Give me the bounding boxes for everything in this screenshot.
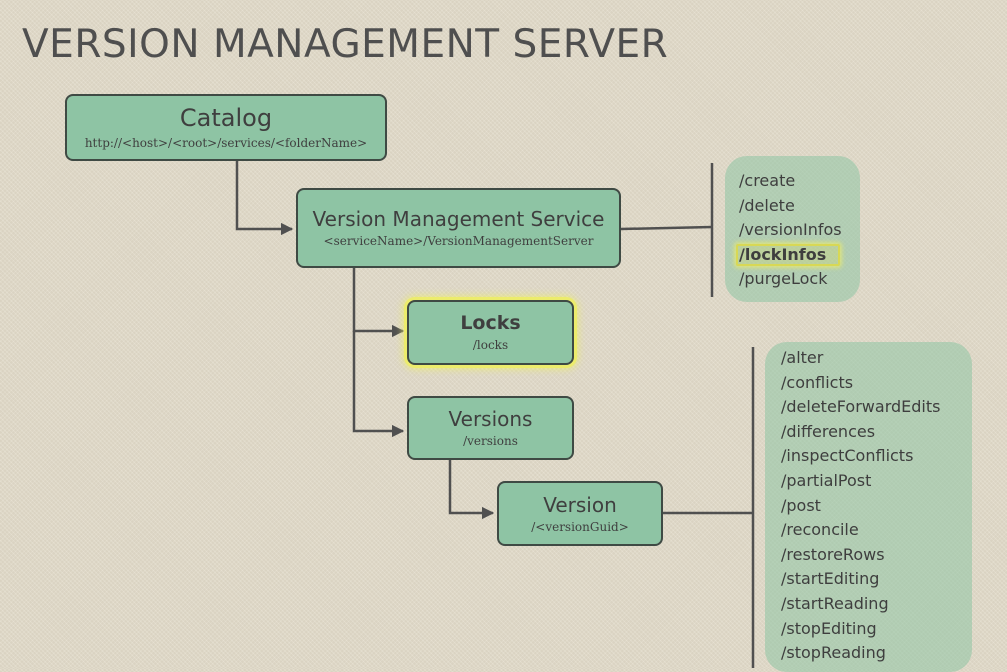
operation-label: /versionInfos bbox=[739, 220, 842, 240]
operation-label: /differences bbox=[781, 421, 876, 441]
operation-item: /conflicts bbox=[781, 371, 940, 396]
locks-label: Locks bbox=[460, 312, 521, 335]
version-label: Version bbox=[543, 492, 617, 517]
version-management-service-node: Version Management Service <serviceName>… bbox=[296, 188, 621, 268]
vms-operations-list: /create/delete/versionInfos/lockInfos/pu… bbox=[736, 169, 842, 292]
catalog-node: Catalog http://<host>/<root>/services/<f… bbox=[65, 94, 387, 161]
operation-item: /delete bbox=[739, 194, 842, 219]
operation-label: /restoreRows bbox=[781, 544, 885, 564]
operation-label: /deleteForwardEdits bbox=[781, 397, 941, 417]
vms-url: <serviceName>/VersionManagementServer bbox=[323, 234, 594, 248]
versions-node: Versions /versions bbox=[407, 396, 574, 460]
operation-label: /purgeLock bbox=[739, 269, 828, 289]
page-title: VERSION MANAGEMENT SERVER bbox=[22, 22, 669, 67]
operation-item-highlighted: /lockInfos bbox=[736, 243, 842, 268]
operation-item: /partialPost bbox=[781, 469, 940, 494]
operation-label: /stopEditing bbox=[781, 618, 877, 638]
versions-url: /versions bbox=[463, 434, 518, 448]
vms-label: Version Management Service bbox=[312, 207, 605, 231]
version-node: Version /<versionGuid> bbox=[497, 481, 663, 546]
locks-url: /locks bbox=[472, 337, 509, 352]
operation-label: /startEditing bbox=[781, 569, 880, 589]
operation-item: /deleteForwardEdits bbox=[781, 395, 940, 420]
operation-item: /restoreRows bbox=[781, 543, 940, 568]
vms-operations-panel bbox=[725, 156, 860, 302]
version-operations-list: /alter/conflicts/deleteForwardEdits/diff… bbox=[781, 346, 940, 666]
operation-label: /alter bbox=[781, 348, 824, 367]
connector-vms-to-versions bbox=[352, 331, 405, 438]
operation-item: /create bbox=[739, 169, 842, 194]
locks-node: Locks /locks bbox=[407, 300, 574, 365]
operation-item: /stopEditing bbox=[781, 617, 940, 642]
operation-label: /startReading bbox=[781, 593, 889, 613]
version-url: /<versionGuid> bbox=[531, 519, 629, 534]
version-operations-panel bbox=[765, 342, 972, 672]
operation-label: /reconcile bbox=[781, 520, 859, 540]
operation-item: /alter bbox=[781, 346, 940, 371]
operation-item: /versionInfos bbox=[739, 218, 842, 243]
operation-item: /inspectConflicts bbox=[781, 444, 940, 469]
operation-label: /create bbox=[739, 171, 796, 190]
catalog-url: http://<host>/<root>/services/<folderNam… bbox=[84, 135, 368, 150]
connector-vms-to-operations bbox=[620, 225, 713, 231]
operation-label: /lockInfos bbox=[736, 243, 841, 266]
operation-label: /conflicts bbox=[781, 372, 854, 392]
connector-vms-to-locks bbox=[352, 268, 405, 338]
versions-label: Versions bbox=[448, 407, 533, 431]
operation-label: /partialPost bbox=[781, 470, 872, 490]
operation-item: /reconcile bbox=[781, 518, 940, 543]
operation-item: /startReading bbox=[781, 592, 940, 617]
connector-catalog-to-vms bbox=[235, 161, 294, 236]
operation-label: /inspectConflicts bbox=[781, 446, 914, 466]
operation-item: /startEditing bbox=[781, 567, 940, 592]
operation-item: /differences bbox=[781, 420, 940, 445]
operation-label: /post bbox=[781, 495, 821, 515]
operation-item: /post bbox=[781, 494, 940, 519]
operation-item: /purgeLock bbox=[739, 267, 842, 292]
catalog-label: Catalog bbox=[179, 104, 273, 133]
operation-label: /delete bbox=[739, 195, 795, 215]
operation-item: /stopReading bbox=[781, 641, 940, 666]
connector-versions-to-version bbox=[448, 460, 495, 520]
operation-label: /stopReading bbox=[781, 643, 886, 663]
